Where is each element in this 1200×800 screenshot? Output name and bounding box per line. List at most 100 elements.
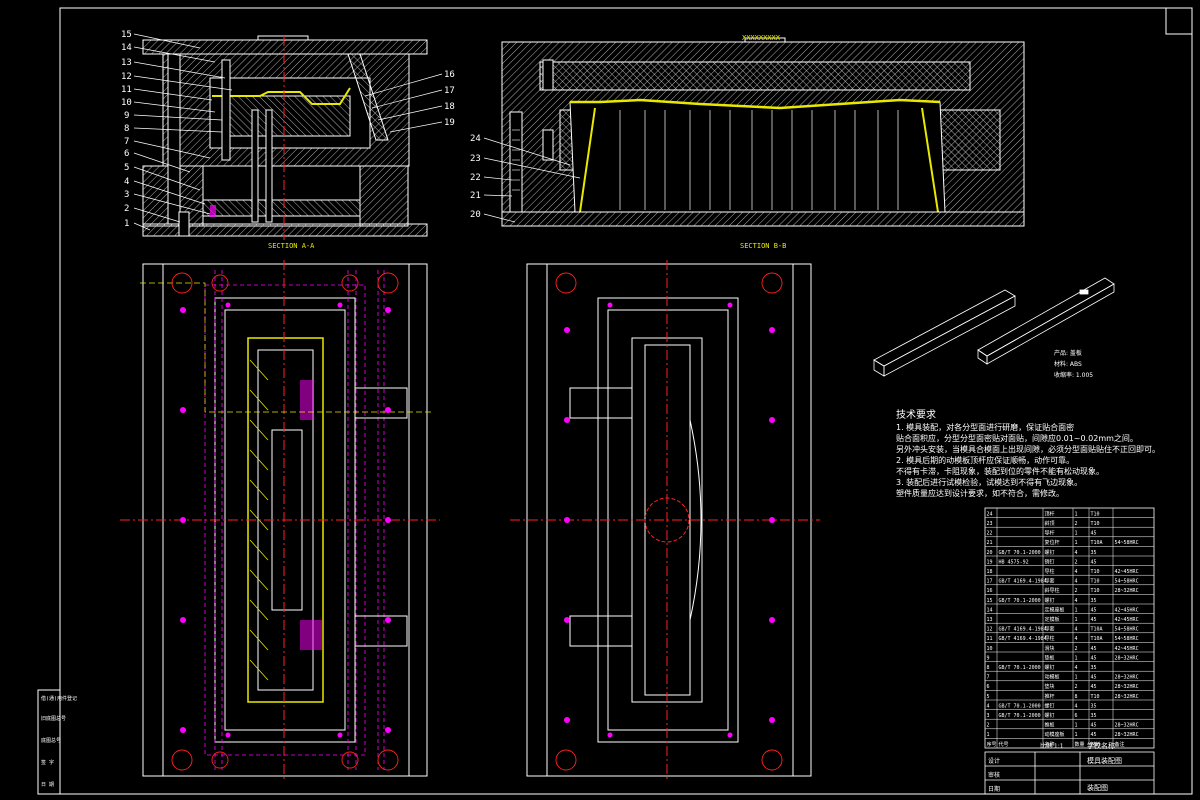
- part-num: 24: [470, 134, 481, 144]
- bom-cell-mat: 45: [1091, 559, 1097, 565]
- bom-cell-mat: 35: [1091, 703, 1097, 709]
- product-material: 材料: ABS: [1054, 360, 1082, 368]
- checker-label: 审核: [988, 771, 1000, 779]
- bom-cell-mat: T10A: [1091, 627, 1103, 633]
- product-name: 产品: 盖板: [1054, 349, 1082, 357]
- bom-cell-name: 动模座板: [1045, 731, 1065, 738]
- bom-cell-name: 导柱: [1045, 568, 1055, 575]
- scale-label: 比例 1:1: [1040, 742, 1064, 750]
- bom-cell-name: 导套: [1045, 578, 1055, 585]
- bom-cell-qty: 2: [1075, 521, 1078, 527]
- part-num: 5: [124, 163, 129, 173]
- tech-req-line: 1. 模具装配，对各分型面进行研磨，保证贴合面密: [896, 422, 1074, 432]
- part-num: 9: [124, 111, 129, 121]
- part-num: 4: [124, 177, 129, 187]
- bom-cell-hard: 42~45HRC: [1115, 646, 1139, 652]
- bom-cell-no: 19: [987, 559, 993, 565]
- bom-cell-qty: 4: [1075, 627, 1078, 633]
- bom-cell-qty: 4: [1075, 569, 1078, 575]
- bom-cell-qty: 1: [1075, 540, 1078, 546]
- bom-header-cell: 名称: [1045, 741, 1055, 748]
- part-num: 2: [124, 204, 129, 214]
- technical-requirements: 技术要求 1. 模具装配，对各分型面进行研磨，保证贴合面密 贴合面积应，分型分型…: [896, 408, 1160, 498]
- bom-cell-qty: 4: [1075, 665, 1078, 671]
- bom-header-cell: 序号: [987, 741, 997, 748]
- bom-cell-name: 导套: [1045, 626, 1055, 633]
- bom-cell-qty: 4: [1075, 636, 1078, 642]
- plan-view-moving-half: [120, 260, 440, 780]
- left-margin-labels: 借(通)用件登记 旧底图总号 底图总号 签 字 日 期: [41, 695, 77, 788]
- tech-req-line: 3. 装配后进行试模检验，试模达到不得有飞边现象。: [896, 477, 1082, 487]
- bom-cell-hard: 28~32HRC: [1115, 588, 1139, 594]
- bom-cell-std: GB/T 70.1-2000: [999, 713, 1041, 719]
- margin-label-5: 日 期: [41, 782, 54, 788]
- corner-box: [1165, 7, 1193, 35]
- bom-frame: [984, 507, 1155, 749]
- part-numbers-mid: 16 17 18 19: [444, 70, 455, 128]
- bom-cell-no: 8: [987, 665, 990, 671]
- designer-label: 设计: [988, 757, 1000, 765]
- bom-cell-name: 导杆: [1045, 530, 1055, 537]
- bom-cell-name: 垫板: [1045, 654, 1055, 661]
- bom-cell-std: GB/T 70.1-2000: [999, 665, 1041, 671]
- section-b-label: SECTION B-B: [740, 242, 786, 250]
- bom-cell-qty: 1: [1075, 607, 1078, 613]
- bom-cell-hard: 28~32HRC: [1115, 684, 1139, 690]
- part-num: 1: [124, 219, 129, 229]
- school-name: 学校名称: [1087, 741, 1115, 750]
- bom-cell-no: 22: [987, 531, 993, 537]
- bom-cell-mat: 35: [1091, 665, 1097, 671]
- bom-cell-mat: 45: [1091, 655, 1097, 661]
- part-numbers-left: 15 14 13 12 11 10 9 8 7 6 5 4 3 2 1: [121, 30, 132, 229]
- part-num: 15: [121, 30, 132, 40]
- bom-cell-hard: 54~58HRC: [1115, 636, 1139, 642]
- bom-cell-mat: T10: [1091, 694, 1100, 700]
- bom-cell-no: 20: [987, 550, 993, 556]
- bom-cell-name: 滑块: [1045, 645, 1055, 652]
- bom-cell-no: 16: [987, 588, 993, 594]
- bom-cell-hard: 54~58HRC: [1115, 627, 1139, 633]
- left-margin-strip: [37, 689, 61, 795]
- bom-cell-hard: 42~45HRC: [1115, 569, 1139, 575]
- bom-cell-no: 14: [987, 607, 993, 613]
- bom-cell-qty: 1: [1075, 675, 1078, 681]
- bom-cell-qty: 4: [1075, 598, 1078, 604]
- bom-cell-name: 定模座板: [1045, 606, 1065, 613]
- bom-cell-no: 12: [987, 627, 993, 633]
- part-leaders-left: [133, 33, 233, 231]
- bom-cell-mat: 45: [1091, 675, 1097, 681]
- section-a-a: SECTION A-A: [142, 35, 428, 250]
- bom-cell-qty: 6: [1075, 713, 1078, 719]
- part-numbers-right: 24 23 22 21 20: [470, 134, 481, 220]
- bom-cell-no: 5: [987, 694, 990, 700]
- bom-cell-no: 17: [987, 579, 993, 585]
- bom-cell-mat: 35: [1091, 550, 1097, 556]
- bom-cell-no: 2: [987, 723, 990, 729]
- bom-cell-name: 动模板: [1045, 674, 1060, 681]
- bom-cell-name: 垫块: [1045, 683, 1055, 690]
- tech-req-line: 贴合面积应，分型分型面密贴对面贴，间隙应0.01~0.02mm之间。: [896, 433, 1138, 443]
- bom-cell-qty: 1: [1075, 511, 1078, 517]
- bom-cell-name: 螺钉: [1045, 702, 1055, 709]
- bom-cell-qty: 4: [1075, 579, 1078, 585]
- date-label: 日期: [988, 785, 1000, 793]
- section-b-top-tag: XXXXXXXXX: [742, 34, 781, 42]
- bom-cell-no: 23: [987, 521, 993, 527]
- bom-cell-no: 18: [987, 569, 993, 575]
- bom-cell-std: GB/T 70.1-2000: [999, 550, 1041, 556]
- bom-cell-no: 7: [987, 675, 990, 681]
- part-leaders-mid: [364, 73, 443, 133]
- bom-cell-name: 导柱: [1045, 635, 1055, 642]
- part-num: 7: [124, 137, 129, 147]
- bom-cell-name: 定模板: [1045, 616, 1060, 623]
- bom-cell-no: 13: [987, 617, 993, 623]
- bom-cell-mat: T10A: [1091, 540, 1103, 546]
- bom-cell-qty: 1: [1075, 732, 1078, 738]
- tech-req-title: 技术要求: [896, 408, 936, 421]
- bom-cell-name: 螺钉: [1045, 664, 1055, 671]
- part-num: 10: [121, 98, 132, 108]
- bom-cell-name: 推杆: [1045, 693, 1055, 700]
- tech-req-line: 2. 模具后期的动模板顶杆应保证顺畅，动作可靠。: [896, 455, 1074, 465]
